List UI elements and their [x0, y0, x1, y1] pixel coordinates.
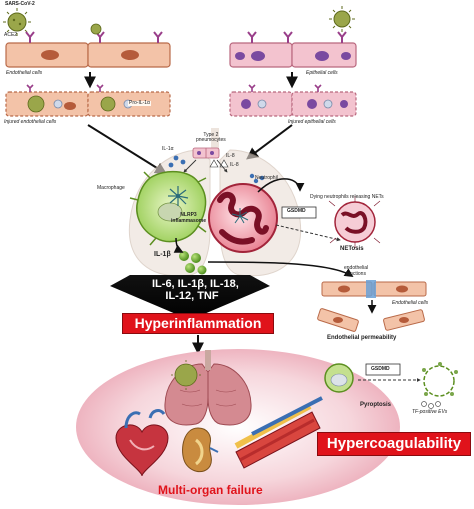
label-netosis: NETosis [340, 246, 364, 252]
label-endothelial-cells-right: Endothelial cells [392, 300, 429, 306]
sars-cov2-virus-icon [3, 8, 31, 36]
hypercoagulability-banner: Hypercoagulability [317, 432, 471, 456]
label-il1b: IL-1β [154, 251, 171, 258]
label-ace2: ACE2 [4, 32, 18, 38]
epithelial-cells-row [229, 31, 357, 68]
label-tf-positive-evs: TF-positive EVs [412, 409, 448, 415]
cytokine-arrow [110, 275, 270, 320]
label-pyroptosis: Pyroptosis [360, 402, 392, 408]
label-il1a: IL-1α [162, 146, 174, 152]
label-cytokines: IL-6, IL-1β, IL-18, IL-12, TNF [152, 278, 239, 302]
neutrophil-cell [208, 183, 278, 253]
label-gsdmd-pyroptosis: GSDMD [371, 366, 390, 372]
label-il8-bottom: IL-8 [230, 162, 239, 168]
label-dying-neutrophils: Dying neutrophils releasing NETs [310, 194, 384, 200]
lungs-icon [164, 350, 252, 426]
label-endothelial-junctions: endothelial junctions [344, 265, 369, 277]
label-type2-pneumocytes: Type 2 pneumocytes [196, 132, 226, 143]
virus-on-cell-icon [90, 23, 102, 35]
label-neutrophil: Neutrophil [255, 175, 278, 181]
il1a-molecules-icon [168, 155, 186, 168]
arrow-epithelial-to-lung [246, 124, 293, 160]
sars-cov2-virus-right-icon [329, 6, 355, 32]
label-injured-endothelial-cells: Injured endothelial cells [4, 119, 57, 125]
netosis-cell [328, 196, 381, 248]
multi-organ-region [76, 349, 400, 505]
il8-dots-icon [249, 173, 265, 184]
blood-vessel-icon [234, 396, 323, 469]
label-nlrp3: NLRP3 inflammasome [171, 212, 207, 224]
heart-icon [115, 409, 169, 477]
gsdmd-box-netosis [281, 206, 317, 219]
arrow-endothelial-to-lung [87, 124, 168, 175]
separated-endothelial-cells [317, 308, 425, 332]
il8-molecules-icon [209, 159, 229, 168]
ace2-receptor-icon [25, 31, 163, 43]
endothelial-cells-row [5, 31, 171, 68]
label-gsdmd-netosis: GSDMD [287, 208, 306, 214]
label-endothelial-permeability: Endothelial permeability [327, 335, 397, 341]
gsdmd-box-pyroptosis [365, 363, 401, 376]
label-multi-organ-failure: Multi-organ failure [158, 483, 263, 497]
tf-positive-evs-icon [421, 401, 441, 409]
label-epithelial-cells: Epithelial cells [306, 70, 338, 76]
injured-epithelial-cells-row [229, 84, 357, 117]
label-endothelial-cells: Endothelial cells [6, 70, 43, 76]
label-pro-il1a: Pro-IL-1α [128, 100, 151, 106]
label-injured-epithelial-cells: Injured epithelial cells [288, 119, 336, 125]
type2-pneumocytes-icon [192, 147, 220, 159]
label-il8-top: IL-8 [226, 153, 235, 159]
hyperinflammation-banner: Hyperinflammation [122, 313, 274, 334]
endothelial-junction-cells [321, 280, 427, 298]
label-sars-cov2: SARS-CoV-2 [5, 1, 35, 7]
label-macrophage: Macrophage [97, 185, 125, 191]
macrophage-cell [129, 170, 207, 246]
il1b-molecules-icon [179, 251, 207, 275]
kidney-icon [182, 427, 219, 473]
pyroptotic-cell [422, 362, 458, 397]
pyroptosis-macrophage [324, 363, 354, 393]
